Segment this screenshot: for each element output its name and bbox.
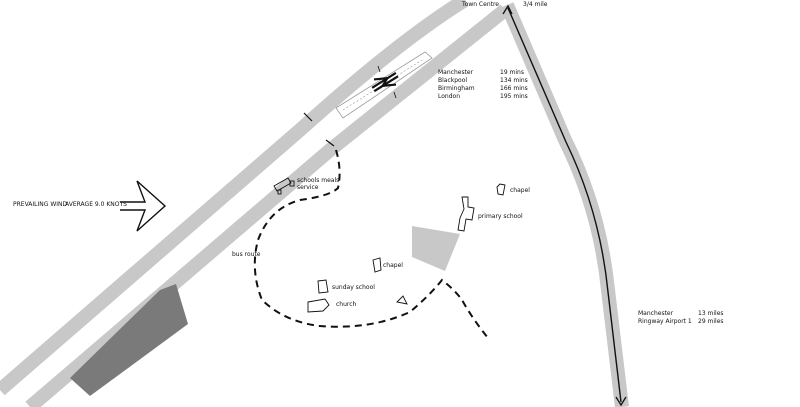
primary-school-label: primary school xyxy=(478,213,523,220)
rail-time: 166 mins xyxy=(500,85,528,92)
road-distance: 13 miles xyxy=(698,310,724,317)
arrow-up-icon xyxy=(502,4,513,15)
chapel-lower-label: chapel xyxy=(383,262,403,269)
station-tick xyxy=(377,65,381,73)
chapel-upper-label: chapel xyxy=(510,187,530,194)
rail-time: 19 mins xyxy=(500,69,524,76)
chapel-upper-building xyxy=(496,183,506,196)
station-platform xyxy=(335,51,433,119)
rail-time: 134 mins xyxy=(500,77,528,84)
station-platform-inner xyxy=(342,59,423,111)
industrial-building xyxy=(70,284,188,396)
arrow-down-icon xyxy=(615,396,627,407)
church-label: church xyxy=(336,301,357,308)
distance-line xyxy=(507,7,622,403)
road-destination: Manchester xyxy=(638,310,674,317)
road-tick xyxy=(303,112,313,122)
schools-meals-label-2: service xyxy=(297,184,319,191)
small-building xyxy=(396,295,408,305)
wind-direction-arrow-icon xyxy=(120,180,167,232)
rail-destination: Manchester xyxy=(438,69,474,76)
wind-speed-label: AVERAGE 9.0 KNOTS xyxy=(65,201,127,208)
schools-meals-label: schools meals xyxy=(297,177,339,184)
sunday-school-building xyxy=(317,279,329,294)
town-centre-label: Town Centre xyxy=(461,1,499,8)
british-rail-icon xyxy=(371,72,399,93)
rail-destination: London xyxy=(438,93,460,100)
wind-label: PREVAILING WIND xyxy=(13,201,68,208)
open-space-block xyxy=(412,226,460,271)
rail-time: 195 mins xyxy=(500,93,528,100)
road-east-curve xyxy=(500,2,629,407)
chapel-lower-building xyxy=(372,257,382,273)
rail-destination: Blackpool xyxy=(438,77,467,84)
road-destination: Ringway Airport 1 xyxy=(638,318,692,325)
bus-route-label: bus route xyxy=(232,251,261,258)
primary-school-building xyxy=(457,196,475,232)
road-tick xyxy=(325,139,335,147)
sunday-school-label: sunday school xyxy=(332,284,375,291)
rail-times-table: Manchester 19 mins Blackpool 134 mins Bi… xyxy=(438,69,528,100)
schools-meals-building xyxy=(273,177,295,195)
road-distances-table: Manchester 13 miles Ringway Airport 1 29… xyxy=(638,310,724,325)
rail-destination: Birmingham xyxy=(438,85,475,92)
church-building xyxy=(307,298,330,313)
road-main-north-west xyxy=(0,0,469,396)
road-main-south xyxy=(25,4,510,407)
distance-town-label: 3/4 mile xyxy=(523,1,548,8)
road-distance: 29 miles xyxy=(698,318,724,325)
station-tick xyxy=(393,91,397,99)
